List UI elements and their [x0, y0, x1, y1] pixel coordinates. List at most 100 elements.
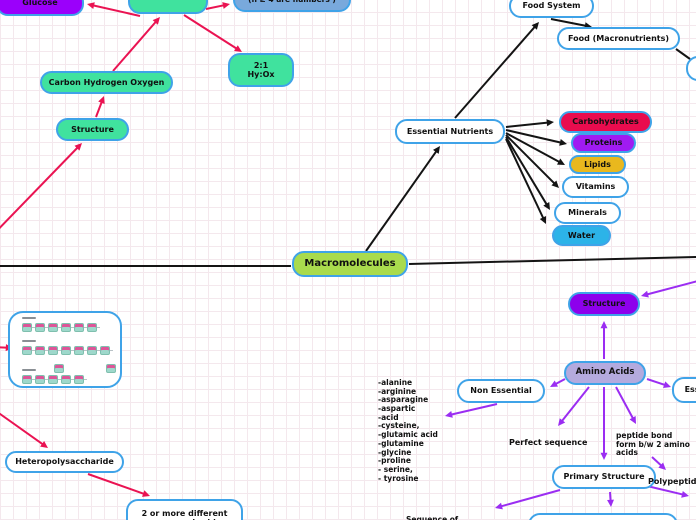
edge-21: [644, 280, 696, 296]
arrowhead-19: [543, 202, 550, 210]
arrowhead-15: [546, 119, 554, 127]
node-food-macronutrients[interactable]: Food (Macronutrients): [557, 27, 680, 50]
node-carbohydrates[interactable]: Carbohydrates: [559, 111, 652, 133]
sugar-unit: [48, 323, 58, 332]
sugar-unit: [48, 346, 58, 355]
edge-26: [559, 386, 590, 424]
node-essential-nutrients[interactable]: Essential Nutrients: [395, 119, 505, 144]
edge-32: [646, 485, 686, 497]
sugar-unit-branch: [54, 364, 64, 373]
arrowhead-7: [40, 440, 48, 448]
edge-10: [408, 256, 696, 265]
edge-30: [498, 489, 561, 508]
arrowhead-22: [600, 321, 608, 329]
node-monosaccharide[interactable]: 2 or more different monosaccharide: [126, 499, 243, 520]
arrowhead-24: [663, 381, 671, 389]
sugar-unit: [61, 323, 71, 332]
text-bottom-partial-text[interactable]: Sequence of amino acids: [406, 515, 459, 520]
sugar-unit: [48, 375, 58, 384]
node-amino-acids[interactable]: Amino Acids: [564, 361, 646, 385]
sugar-unit: [35, 323, 45, 332]
node-minerals[interactable]: Minerals: [554, 202, 621, 224]
edge-7: [0, 412, 46, 447]
node-top-green[interactable]: [128, 0, 208, 14]
arrowhead-32: [681, 490, 689, 498]
arrowhead-5: [74, 143, 82, 151]
arrowhead-3: [234, 45, 242, 52]
edge-12: [454, 24, 538, 119]
node-macromolecules[interactable]: Macromolecules: [292, 251, 408, 277]
edge-19: [505, 136, 549, 208]
sugar-unit: [87, 346, 97, 355]
node-structure-right[interactable]: Structure: [568, 292, 640, 316]
arrowhead-30: [495, 502, 503, 510]
edge-18: [505, 134, 557, 186]
text-amino-acid-list[interactable]: -alanine -arginine -asparagine -aspartic…: [378, 378, 438, 483]
node-ratio-2-1[interactable]: 2:1 Hy:Ox: [228, 53, 294, 87]
arrowhead-8: [142, 490, 150, 497]
node-primary-structure[interactable]: Primary Structure: [552, 465, 656, 489]
arrowhead-28: [600, 452, 608, 460]
edge-25: [448, 403, 498, 417]
edge-13: [550, 18, 589, 28]
arrowhead-16: [559, 138, 567, 146]
arrowhead-2: [152, 17, 160, 25]
edge-14: [675, 48, 691, 60]
arrowhead-4: [98, 96, 105, 104]
edge-20: [505, 138, 546, 221]
node-secondary-structure[interactable]: [528, 513, 678, 520]
node-top-blue[interactable]: (n ≥ 4 are numbers ): [233, 0, 351, 12]
node-glucose[interactable]: Glucose: [0, 0, 84, 16]
node-food-system[interactable]: Food System: [509, 0, 594, 18]
sugar-unit: [22, 346, 32, 355]
edge-17: [505, 132, 562, 164]
arrowhead-29: [658, 462, 666, 470]
sugar-unit: [22, 375, 32, 384]
arrowhead-0: [87, 2, 95, 9]
sugar-unit-branch: [106, 364, 116, 373]
node-polysaccharide-image[interactable]: [8, 311, 122, 388]
arrowhead-1: [222, 2, 230, 9]
sugar-unit: [100, 346, 110, 355]
text-peptide-bond-note[interactable]: peptide bond form b/w 2 amino acids: [616, 431, 690, 458]
node-heteropolysaccharide[interactable]: Heteropolysaccharide: [5, 451, 124, 473]
edge-3: [183, 14, 240, 51]
text-perfect-sequence[interactable]: Perfect sequence: [509, 438, 588, 447]
edge-0: [90, 3, 141, 17]
node-carbon-hydrogen-oxygen[interactable]: Carbon Hydrogen Oxygen: [40, 71, 173, 94]
edge-27: [615, 386, 635, 421]
arrowhead-20: [539, 216, 547, 224]
arrowhead-17: [557, 158, 565, 165]
node-proteins[interactable]: Proteins: [571, 133, 636, 153]
arrowhead-23: [550, 380, 558, 387]
edge-5: [0, 145, 80, 230]
arrowhead-21: [641, 290, 649, 298]
sugar-unit: [35, 346, 45, 355]
edge-2: [112, 19, 159, 72]
node-non-essential[interactable]: Non Essential: [457, 379, 545, 403]
sugar-unit: [74, 346, 84, 355]
molecule-row-label: [22, 317, 36, 319]
arrowhead-26: [558, 418, 566, 426]
edge-16: [505, 129, 564, 145]
node-essential-right[interactable]: Essential: [672, 377, 696, 403]
sugar-unit: [35, 375, 45, 384]
node-structure-left[interactable]: Structure: [56, 118, 129, 141]
sugar-unit: [61, 375, 71, 384]
edge-1: [205, 3, 227, 10]
text-polypeptide[interactable]: Polypeptide: [648, 477, 696, 486]
sugar-unit: [87, 323, 97, 332]
edge-24: [646, 378, 668, 387]
arrowhead-27: [629, 416, 636, 424]
edge-8: [87, 473, 147, 496]
node-vitamins[interactable]: Vitamins: [562, 176, 629, 198]
arrowhead-11: [433, 146, 440, 154]
node-water[interactable]: Water: [552, 225, 611, 246]
arrowhead-25: [445, 410, 453, 418]
sugar-unit: [61, 346, 71, 355]
arrowhead-18: [551, 180, 559, 188]
node-lipids[interactable]: Lipids: [569, 155, 626, 174]
edge-15: [505, 121, 551, 128]
